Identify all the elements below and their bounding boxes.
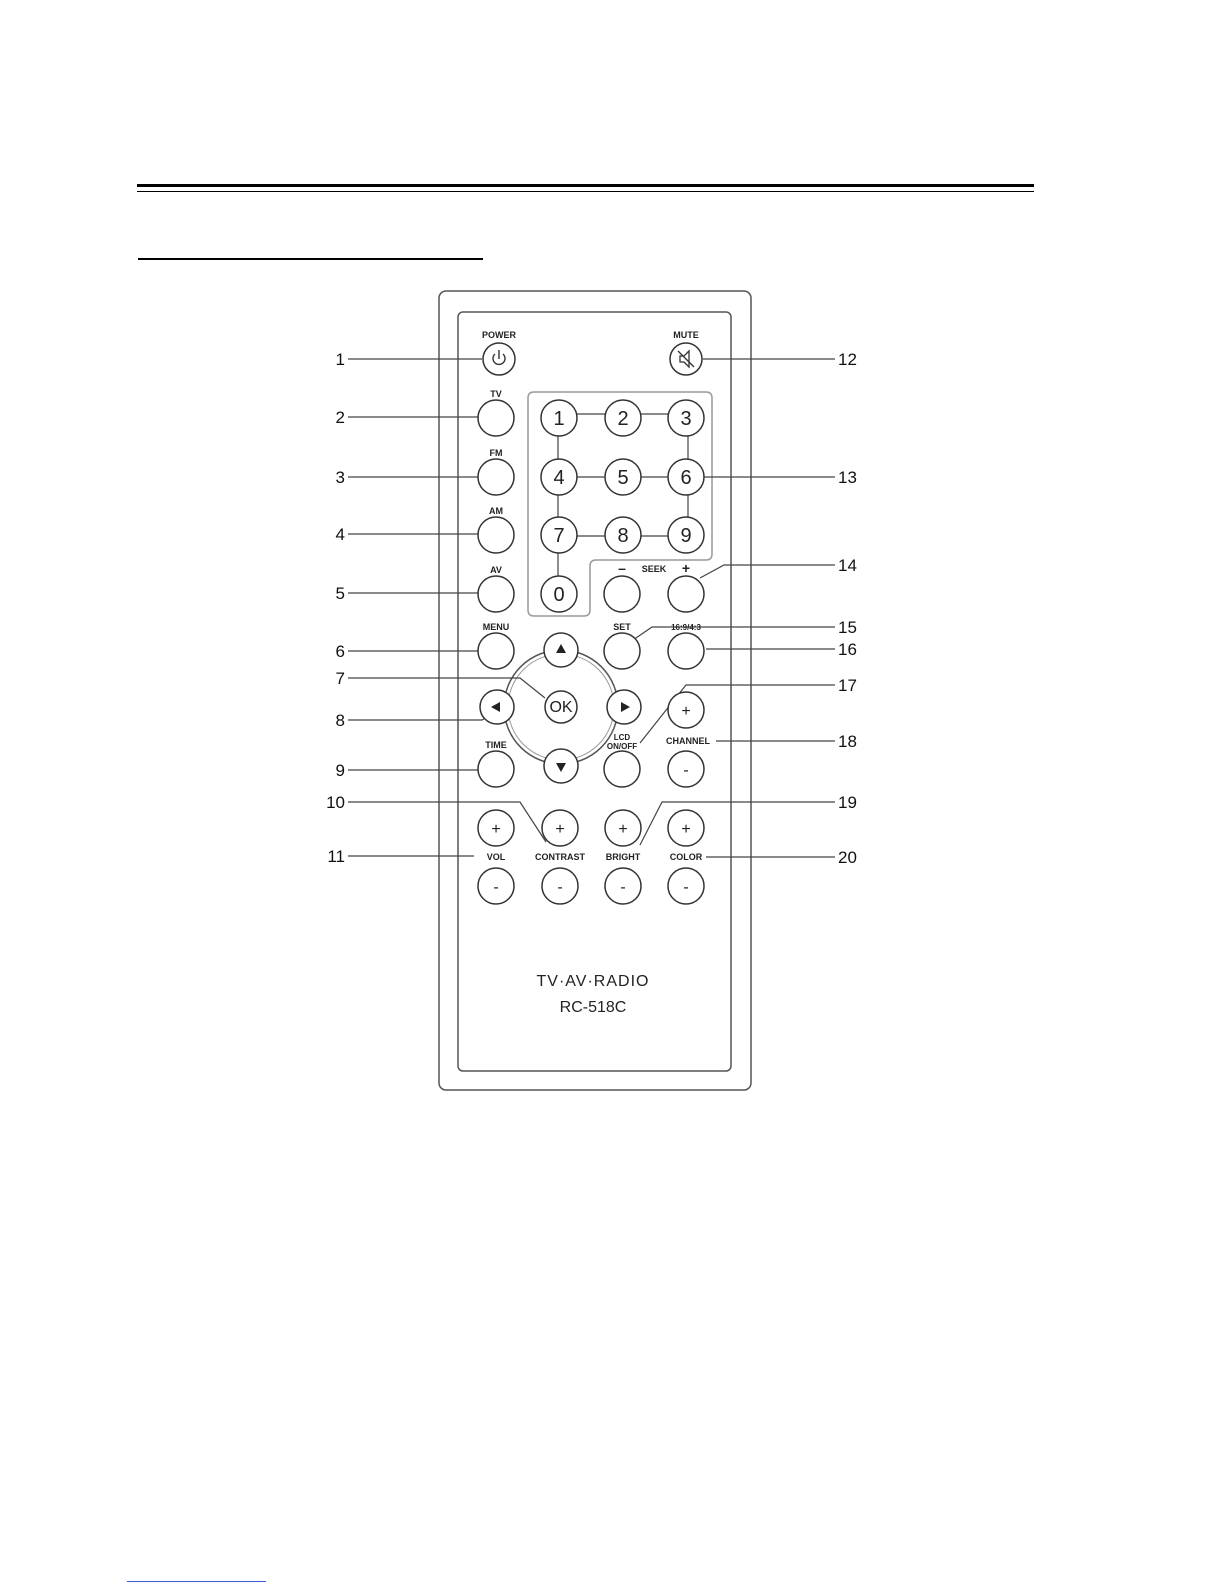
callout-9: 9	[336, 761, 345, 780]
leader-15	[633, 627, 835, 640]
digit-label-5: 5	[617, 467, 628, 489]
callout-8: 8	[336, 711, 345, 730]
channel-plus-symbol: +	[681, 703, 690, 720]
digit-label-2: 2	[617, 408, 628, 430]
am-button[interactable]	[478, 517, 514, 553]
contrast-plus-symbol: +	[555, 821, 564, 838]
fm-label: FM	[490, 448, 503, 458]
color-minus-symbol: -	[683, 879, 688, 896]
digit-label-1: 1	[553, 408, 564, 430]
bright-label: BRIGHT	[606, 852, 641, 862]
callout-7: 7	[336, 669, 345, 688]
contrast-label: CONTRAST	[535, 852, 585, 862]
callout-1: 1	[336, 350, 345, 369]
tv-button[interactable]	[478, 400, 514, 436]
time-label: TIME	[485, 740, 507, 750]
menu-button[interactable]	[478, 633, 514, 669]
callout-10: 10	[326, 793, 345, 812]
callout-6: 6	[336, 642, 345, 661]
digit-label-9: 9	[680, 525, 691, 547]
mute-label: MUTE	[673, 330, 699, 340]
menu-label: MENU	[483, 622, 510, 632]
lcd-onoff-label: ON/OFF	[607, 742, 637, 751]
power-label: POWER	[482, 330, 517, 340]
lcd-onoff-button[interactable]	[604, 751, 640, 787]
digit-label-3: 3	[680, 408, 691, 430]
seek-label: SEEK	[642, 564, 667, 574]
digit-label-7: 7	[553, 525, 564, 547]
aspect-label: 16:9/4:3	[671, 623, 701, 632]
time-button[interactable]	[478, 751, 514, 787]
callout-20: 20	[838, 848, 857, 867]
callout-15: 15	[838, 618, 857, 637]
bright-minus-symbol: -	[620, 879, 625, 896]
digit-label-0: 0	[553, 584, 564, 606]
ok-label: OK	[549, 699, 572, 716]
seek-minus-button[interactable]	[604, 576, 640, 612]
am-label: AM	[489, 506, 503, 516]
bright-plus-symbol: +	[618, 821, 627, 838]
leader-7	[348, 678, 545, 698]
seek-plus-label: +	[682, 560, 690, 576]
leader-8	[348, 712, 496, 720]
tv-label: TV	[490, 389, 502, 399]
callout-17: 17	[838, 676, 857, 695]
set-label: SET	[613, 622, 631, 632]
set-button[interactable]	[604, 633, 640, 669]
contrast-minus-symbol: -	[557, 879, 562, 896]
vol-plus-symbol: +	[491, 821, 500, 838]
seek-minus-label: –	[618, 560, 626, 576]
av-button[interactable]	[478, 576, 514, 612]
digit-label-4: 4	[553, 467, 564, 489]
leader-14	[700, 565, 835, 578]
lcd-label: LCD	[614, 733, 631, 742]
aspect-button[interactable]	[668, 633, 704, 669]
channel-minus-symbol: -	[683, 762, 688, 779]
callout-lines	[348, 359, 835, 857]
callout-19: 19	[838, 793, 857, 812]
vol-label: VOL	[487, 852, 506, 862]
callout-2: 2	[336, 408, 345, 427]
callout-12: 12	[838, 350, 857, 369]
callout-3: 3	[336, 468, 345, 487]
color-label: COLOR	[670, 852, 703, 862]
callout-18: 18	[838, 732, 857, 751]
callout-4: 4	[336, 525, 345, 544]
digit-label-8: 8	[617, 525, 628, 547]
color-plus-symbol: +	[681, 821, 690, 838]
remote-brand-text: TV·AV·RADIO	[537, 973, 650, 990]
callout-11: 11	[327, 847, 345, 866]
av-label: AV	[490, 565, 502, 575]
callout-16: 16	[838, 640, 857, 659]
remote-model-text: RC-518C	[560, 999, 627, 1016]
leader-10	[348, 802, 546, 842]
channel-label: CHANNEL	[666, 736, 711, 746]
callout-5: 5	[336, 584, 345, 603]
fm-button[interactable]	[478, 459, 514, 495]
vol-minus-symbol: -	[493, 879, 498, 896]
callout-14: 14	[838, 556, 857, 575]
digit-label-6: 6	[680, 467, 691, 489]
seek-plus-button[interactable]	[668, 576, 704, 612]
callout-13: 13	[838, 468, 857, 487]
